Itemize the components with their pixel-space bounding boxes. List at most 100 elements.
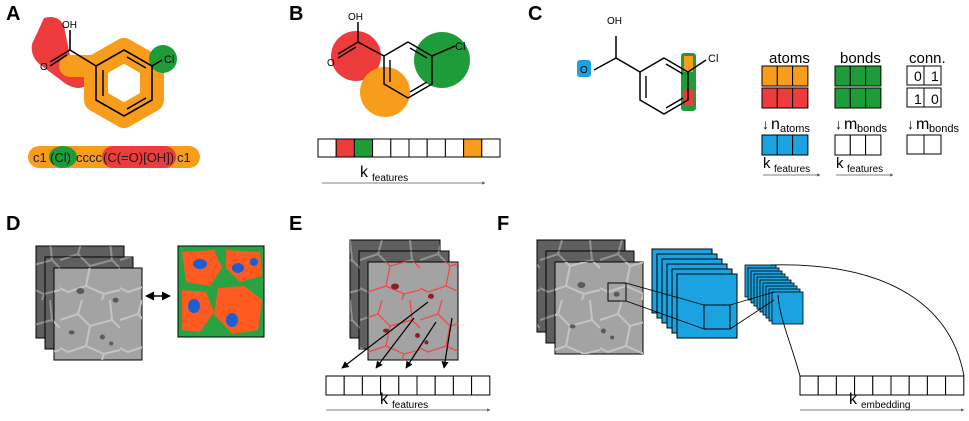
o-atom-highlight [577, 60, 591, 77]
smiles-part-2: (Cl) [50, 150, 71, 165]
embedding-cell [854, 375, 874, 396]
graph-matrices: atoms bonds conn. 0 1 1 0 ↓ n atoms ↓ m … [761, 50, 959, 177]
conn-r2c1: 1 [914, 91, 922, 107]
atoms-row2-cell [776, 87, 794, 109]
panel-label-f: F [497, 213, 509, 235]
atom-features-cell [792, 134, 809, 156]
svg-text:k: k [380, 391, 389, 408]
panel-a-molecule: OH O Cl [31, 17, 177, 128]
oh-label-c: OH [607, 16, 622, 27]
cl-circle [414, 32, 470, 88]
svg-text:k: k [849, 391, 858, 408]
feature-e-cell [361, 375, 382, 396]
atom-features-cell [761, 134, 778, 156]
atoms-row1-cell [792, 65, 809, 87]
smiles-part-4: (C(=O)[OH]) [103, 150, 174, 165]
panel-f: k embedding [536, 239, 965, 412]
bond-features-cell [849, 134, 867, 156]
atoms-row1-cell [761, 65, 778, 87]
panel-label-c: C [528, 3, 542, 25]
n-atoms-sym: n [771, 116, 780, 133]
panel-label-d: D [6, 213, 20, 235]
bonds-row1-cell [865, 65, 882, 87]
bonds-row2-cell [849, 87, 867, 109]
m-bonds-sym-2: m [916, 116, 929, 133]
receptive-field-2 [703, 304, 731, 330]
n-atoms-sub: atoms [780, 123, 810, 135]
feature-e-cell [471, 375, 491, 396]
image-stack-f [536, 239, 644, 355]
receptive-field [607, 282, 627, 302]
acid-circle [331, 31, 381, 81]
cl-label-a: Cl [164, 54, 174, 66]
embedding-cell [908, 375, 928, 396]
feature-e-cell [398, 375, 418, 396]
cl-highlight [149, 45, 177, 73]
ring-circle [360, 67, 410, 117]
conn-r1c2: 1 [931, 68, 939, 84]
conn-row2-cell [923, 87, 942, 108]
fingerprint-cell [372, 138, 392, 158]
image-stack-d [35, 245, 143, 361]
stack-layer-front [53, 267, 143, 361]
feature-arrows [341, 301, 453, 369]
conn-heading: conn. [909, 50, 946, 67]
k-features-b: k features [322, 164, 486, 185]
svg-text:k: k [360, 164, 369, 181]
panel-label-a: A [6, 3, 20, 25]
bonds-row2-cell [834, 87, 851, 109]
fingerprint-cell [390, 138, 410, 158]
k-features-e: k features [326, 391, 491, 412]
atoms-row2-cell [761, 87, 778, 109]
embedding-cell [817, 375, 837, 396]
panel-c-molecule: OH O Cl [577, 16, 718, 115]
svg-text:features: features [847, 164, 883, 175]
fingerprint-cell [426, 138, 446, 158]
atom-features-cell [776, 134, 794, 156]
stack-layer-front [367, 261, 459, 361]
fingerprint-cell [463, 138, 483, 158]
k-features-c2: k [836, 155, 844, 172]
fingerprint-cell [444, 138, 465, 158]
smiles-part-5: c1 [177, 150, 191, 165]
embedding-cell [890, 375, 910, 396]
atoms-row1-cell [776, 65, 794, 87]
bonds-row1-cell [834, 65, 851, 87]
fingerprint-cell [317, 138, 337, 158]
m-bonds-sub: bonds [857, 123, 887, 135]
smiles-part-3: cccc [76, 150, 103, 165]
svg-text:↓: ↓ [835, 116, 842, 132]
segmentation-map [177, 245, 265, 338]
svg-text:features: features [372, 173, 408, 184]
bonds-row1-cell [849, 65, 867, 87]
smiles-string: c1 (Cl) cccc (C(=O)[OH]) c1 [28, 146, 200, 168]
cnn-layers [607, 248, 965, 377]
oh-label-b: OH [348, 12, 363, 23]
panel-d [35, 245, 265, 361]
m-bonds-sub-2: bonds [929, 123, 959, 135]
panel-e: k features [325, 239, 491, 412]
fingerprint-cell [481, 138, 501, 158]
k-embedding: k embedding [800, 391, 965, 412]
image-stack-e [349, 239, 459, 361]
k-features-c1: k [763, 155, 771, 172]
bond-features-cell [834, 134, 851, 156]
fingerprint-cell [335, 138, 355, 158]
fingerprint-cell [353, 138, 374, 158]
conn-features-cell [923, 134, 942, 155]
c-atom-highlight [684, 56, 693, 72]
bonds-heading: bonds [840, 50, 881, 67]
panel-b-molecule: OH O Cl [327, 12, 470, 117]
svg-text:↓: ↓ [762, 116, 769, 132]
oh-label-a: OH [62, 20, 77, 31]
embedding-cell [926, 375, 947, 396]
feature-e-cell [434, 375, 454, 396]
fingerprint-cell [408, 138, 428, 158]
svg-text:features: features [774, 164, 810, 175]
svg-text:↓: ↓ [907, 116, 914, 132]
conn-r1c1: 0 [914, 68, 922, 84]
svg-text:embedding: embedding [861, 400, 910, 411]
panel-label-e: E [289, 213, 302, 235]
atoms-heading: atoms [769, 50, 810, 67]
